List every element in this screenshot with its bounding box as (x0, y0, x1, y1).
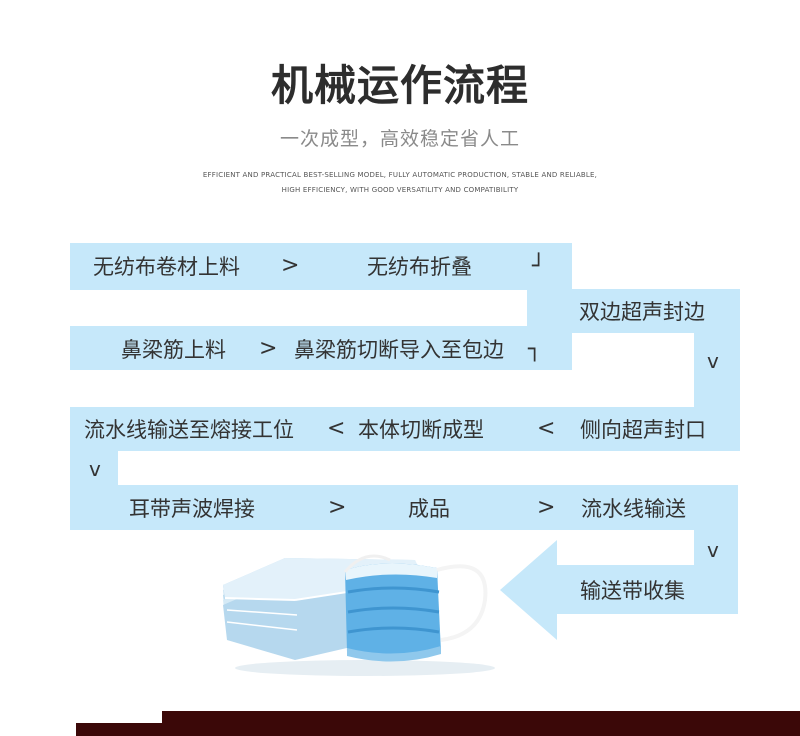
step-belt-collection: 输送带收集 (580, 579, 685, 603)
flow-band-row3 (70, 326, 572, 370)
step-nonwoven-fold: 无纺布折叠 (367, 255, 472, 279)
step-body-cutting: 本体切断成型 (358, 418, 484, 442)
step-ear-loop-welding: 耳带声波焊接 (129, 497, 255, 521)
flow-connector-right2 (694, 333, 740, 407)
arrow-right-4: > (537, 495, 556, 520)
step-conveyor-transport: 流水线输送 (581, 497, 686, 521)
mask-stack-image (223, 554, 495, 676)
english-line-1: EFFICIENT AND PRACTICAL BEST-SELLING MOD… (202, 171, 598, 179)
step-side-sealing: 侧向超声封口 (580, 418, 706, 442)
arrow-down-2: v (89, 457, 101, 481)
arrow-right-3: > (328, 495, 347, 520)
arrow-left-2: < (537, 416, 556, 441)
step-nonwoven-feed: 无纺布卷材上料 (93, 255, 240, 279)
flow-connector-right3 (694, 530, 738, 570)
flow-band-row4 (70, 407, 740, 451)
english-line-2: HIGH EFFICIENCY, WITH GOOD VERSATILITY A… (281, 186, 519, 194)
page-title: 机械运作流程 (270, 61, 529, 110)
flow-band-row1 (70, 243, 572, 290)
flow-band-row2 (527, 289, 740, 333)
step-nose-wire-cut: 鼻梁筋切断导入至包边 (294, 338, 504, 362)
arrow-right-1: > (281, 253, 300, 278)
step-finished-product: 成品 (408, 497, 450, 521)
flow-connector-left (70, 451, 118, 489)
collection-arrow (500, 540, 738, 640)
flow-band-row5 (70, 485, 738, 530)
arrow-right-2: > (259, 336, 278, 361)
footer-bar-top (162, 711, 800, 723)
arrow-down-3: v (707, 538, 719, 562)
footer-bar-bottom (76, 723, 800, 736)
page-subtitle: 一次成型，高效稳定省人工 (279, 128, 520, 150)
english-description: EFFICIENT AND PRACTICAL BEST-SELLING MOD… (100, 168, 700, 198)
step-conveyor-to-welding: 流水线输送至熔接工位 (84, 418, 294, 442)
corner-down-icon: ┘ (532, 254, 546, 279)
corner-up-icon: ┐ (528, 337, 542, 362)
step-nose-wire-feed: 鼻梁筋上料 (121, 338, 226, 362)
arrow-down-1: v (707, 349, 719, 373)
step-edge-sealing: 双边超声封边 (579, 300, 705, 324)
arrow-left-1: < (327, 416, 346, 441)
